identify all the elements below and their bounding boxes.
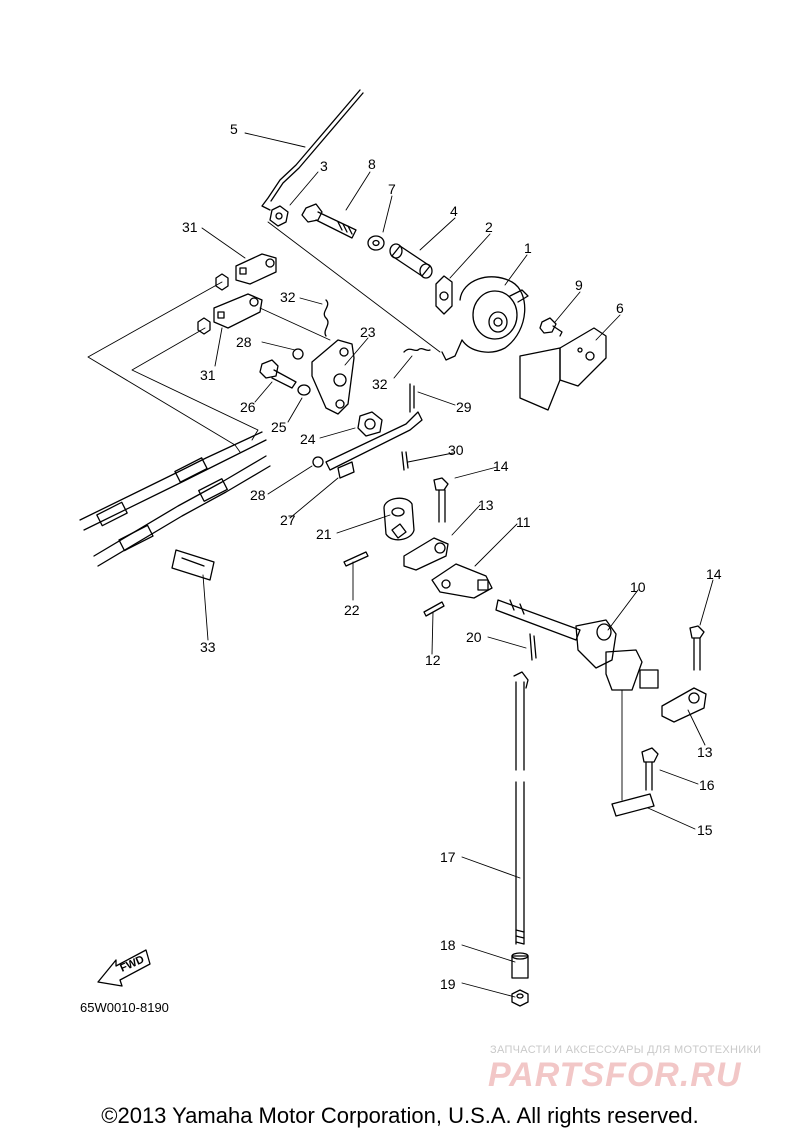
clip-32-upper [323,299,329,337]
cable-label-plate [171,549,215,581]
throttle-link-rod [261,89,364,211]
remote-control-cables [79,431,271,567]
bushing-2 [435,275,453,315]
callout-13-lower: 13 [697,744,713,760]
bolt-16 [641,747,659,791]
callout-33: 33 [200,639,216,655]
callout-17: 17 [440,849,456,865]
cable-joint-lower [213,293,263,329]
callout-28-upper: 28 [236,334,252,350]
clip-32-lower [403,347,431,353]
callout-31-upper: 31 [182,219,198,235]
throttle-cam [441,276,529,361]
shift-shaft-10 [495,599,659,691]
watermark-logo: PARTSFOR.RU [488,1056,742,1094]
callout-28-lower: 28 [250,487,266,503]
hex-nuts [197,273,229,335]
callout-2: 2 [485,219,493,235]
callout-12: 12 [425,652,441,668]
pin-12 [423,601,445,617]
washer-28-lower [312,456,324,468]
cotter-pin-29 [409,383,415,413]
ball-joint [269,205,289,227]
callout-30: 30 [448,442,464,458]
callout-10: 10 [630,579,646,595]
diagram-code: 65W0010-8190 [80,1000,169,1015]
fwd-label: FWD [118,954,146,975]
callout-19: 19 [440,976,456,992]
clamp-13-lower [661,687,707,723]
callout-7: 7 [388,181,396,197]
callout-21: 21 [316,526,332,542]
bolt-14-lower [689,625,705,671]
callout-3: 3 [320,158,328,174]
callout-27: 27 [280,512,296,528]
callout-6: 6 [616,300,624,316]
callout-1: 1 [524,240,532,256]
shift-rod-17 [513,671,529,945]
callout-5: 5 [230,121,238,137]
copyright-notice: ©2013 Yamaha Motor Corporation, U.S.A. A… [101,1103,699,1128]
cable-routing-lines [87,221,623,801]
callout-14-lower: 14 [706,566,722,582]
washer-7 [367,235,385,251]
collar-24 [357,411,383,437]
lever-21 [383,497,415,541]
callout-4: 4 [450,203,458,219]
collar-4 [389,243,433,279]
callout-16: 16 [699,777,715,793]
callout-26: 26 [240,399,256,415]
callout-29: 29 [456,399,472,415]
lever-11 [431,563,493,599]
callout-23: 23 [360,324,376,340]
bolt-8 [301,203,357,239]
callout-20: 20 [466,629,482,645]
bolt-14-upper [433,477,449,523]
cotter-pin-30 [401,451,409,471]
callout-18: 18 [440,937,456,953]
cable-joint-upper [235,253,277,285]
callout-25: 25 [271,419,287,435]
callout-11: 11 [516,514,531,530]
washer-28-upper [292,348,304,360]
nut-19 [511,989,529,1007]
shift-lever-23 [311,339,355,415]
callout-32-lower: 32 [372,376,388,392]
callout-32-upper: 32 [280,289,296,305]
bolt-26 [259,359,297,389]
washer-25 [297,384,311,396]
callout-15: 15 [697,822,713,838]
collar-18 [511,952,529,979]
bracket-6 [519,327,607,411]
pin-22 [343,551,369,567]
leader-lines [201,132,714,998]
watermark-caption: ЗАПЧАСТИ И АКСЕССУАРЫ ДЛЯ МОТОТЕХНИКИ [490,1044,762,1056]
callout-24: 24 [300,431,316,447]
shift-link-27 [325,411,423,479]
plate-15 [611,793,655,817]
callout-8: 8 [368,156,376,172]
bolt-9 [539,317,563,337]
fwd-arrow-icon [97,949,151,987]
cotter-pin-20 [529,633,537,661]
callout-13-upper: 13 [478,497,494,513]
callout-31-lower: 31 [200,367,216,383]
callout-22: 22 [344,602,360,618]
callout-9: 9 [575,277,583,293]
clamp-13-upper [403,537,449,571]
callout-14-upper: 14 [493,458,509,474]
